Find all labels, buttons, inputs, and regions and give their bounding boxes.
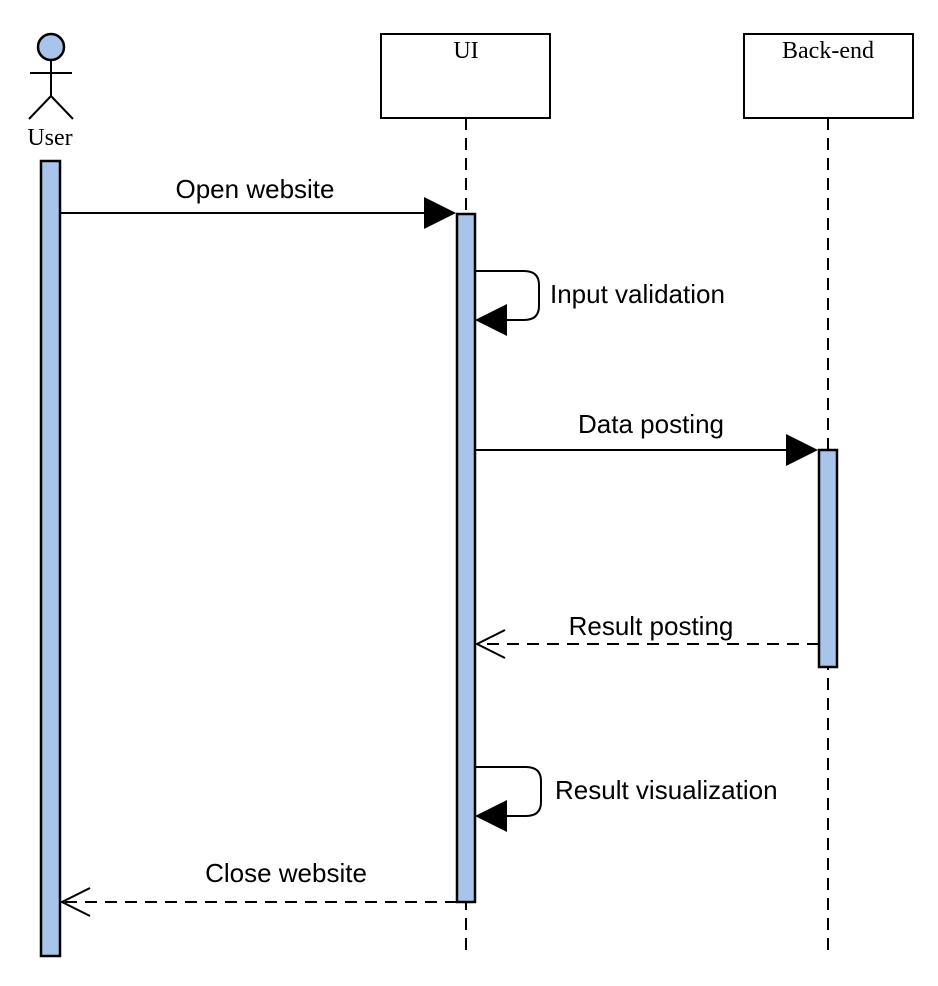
message-input-validation[interactable]: Input validation [475, 270, 725, 336]
message-close-website[interactable]: Close website [59, 858, 457, 917]
message-result-posting[interactable]: Result posting [474, 611, 819, 659]
message-data-posting[interactable]: Data posting [475, 409, 818, 466]
message-label: Data posting [578, 409, 724, 439]
message-open-website[interactable]: Open website [60, 174, 456, 229]
participant-backend-box [743, 33, 914, 119]
actor-left-leg [28, 95, 52, 120]
activation-ui[interactable] [455, 212, 477, 904]
message-label: Close website [205, 858, 367, 888]
arrowhead-open-icon [474, 629, 506, 659]
message-result-visualization[interactable]: Result visualization [475, 766, 778, 832]
participant-backend[interactable]: Back-end [743, 33, 914, 119]
message-label: Result visualization [555, 775, 778, 805]
self-message-loop [475, 766, 542, 817]
participant-ui-box [380, 33, 551, 119]
arrowhead-open-icon [59, 887, 91, 917]
arrowhead-filled-icon [475, 304, 507, 336]
arrowhead-filled-icon [475, 800, 507, 832]
actor-right-leg [50, 95, 74, 120]
actor-user[interactable]: User [27, 32, 74, 151]
actor-user-label: User [27, 125, 72, 151]
participant-ui[interactable]: UI [380, 33, 551, 119]
message-label: Result posting [569, 611, 734, 641]
arrowhead-filled-icon [786, 434, 818, 466]
participant-ui-label: UI [453, 38, 478, 64]
participant-backend-label: Back-end [782, 38, 874, 64]
actor-head [36, 32, 66, 62]
activation-user[interactable] [39, 159, 62, 958]
activation-backend[interactable] [817, 448, 839, 669]
arrowhead-filled-icon [424, 197, 456, 229]
message-label: Input validation [550, 279, 725, 309]
self-message-loop [475, 270, 540, 321]
message-label: Open website [176, 174, 335, 204]
